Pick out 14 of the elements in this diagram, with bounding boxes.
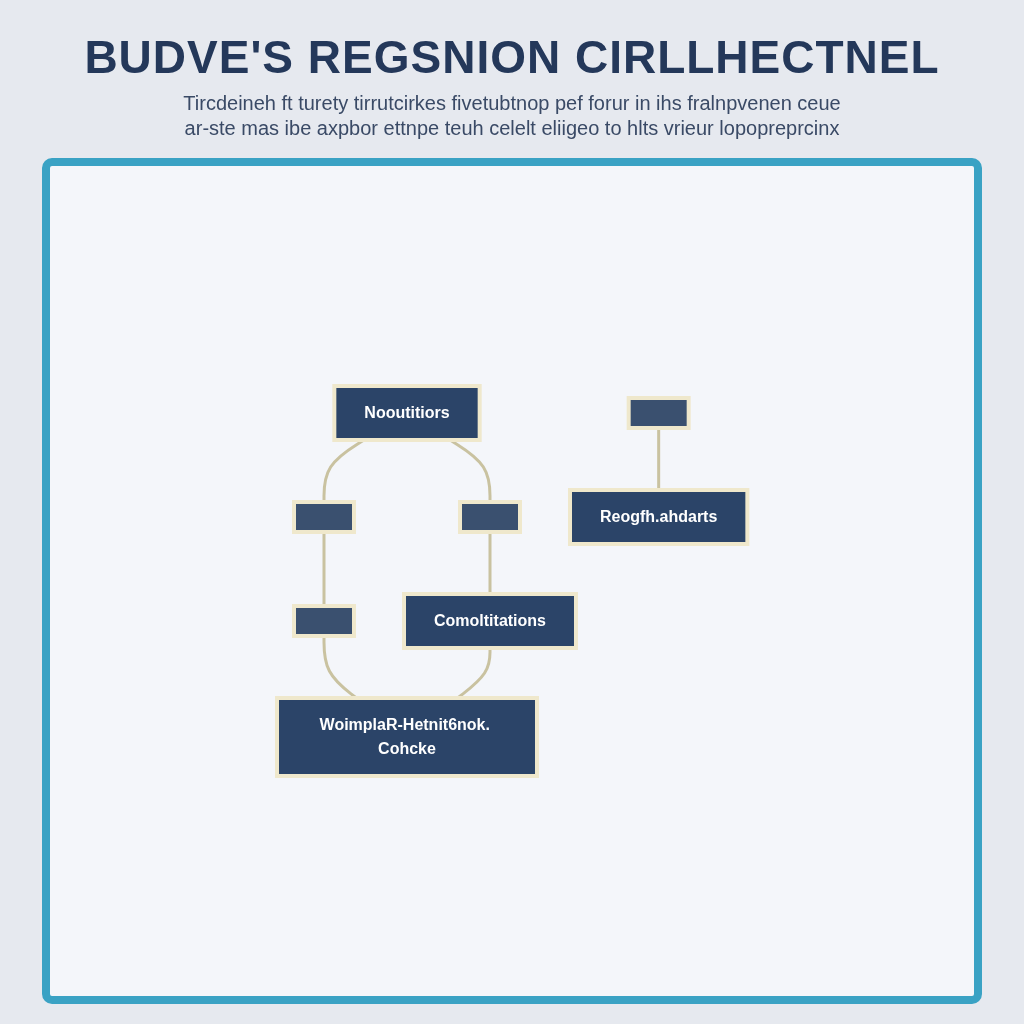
connector — [322, 532, 326, 606]
node-box — [291, 604, 356, 638]
connector — [488, 532, 492, 594]
node-box: Reogfh.ahdarts — [567, 488, 750, 546]
subtitle-text: ar-ste mas ibe axpbor ettnpe teuh celelt eliigeo to hlts vrieur lopopreprcinx — [183, 117, 841, 140]
node-box: Nooutitiors — [332, 384, 482, 442]
node-box — [291, 500, 356, 534]
node-box — [626, 396, 691, 430]
title: BUDVE'S REGSNION CIRLLHECTNEL — [84, 30, 940, 84]
connector — [657, 428, 660, 490]
node-box — [457, 500, 522, 534]
node-box: Comoltitations — [401, 592, 578, 650]
subtitle-text: Tircdeineh ft turety tirrutcirkes fivetubtnop pef forur in ihs fralnpvenen ceue — [183, 92, 841, 115]
node-box: WoimplaR-Hetnit6nok. Cohcke — [274, 696, 539, 778]
